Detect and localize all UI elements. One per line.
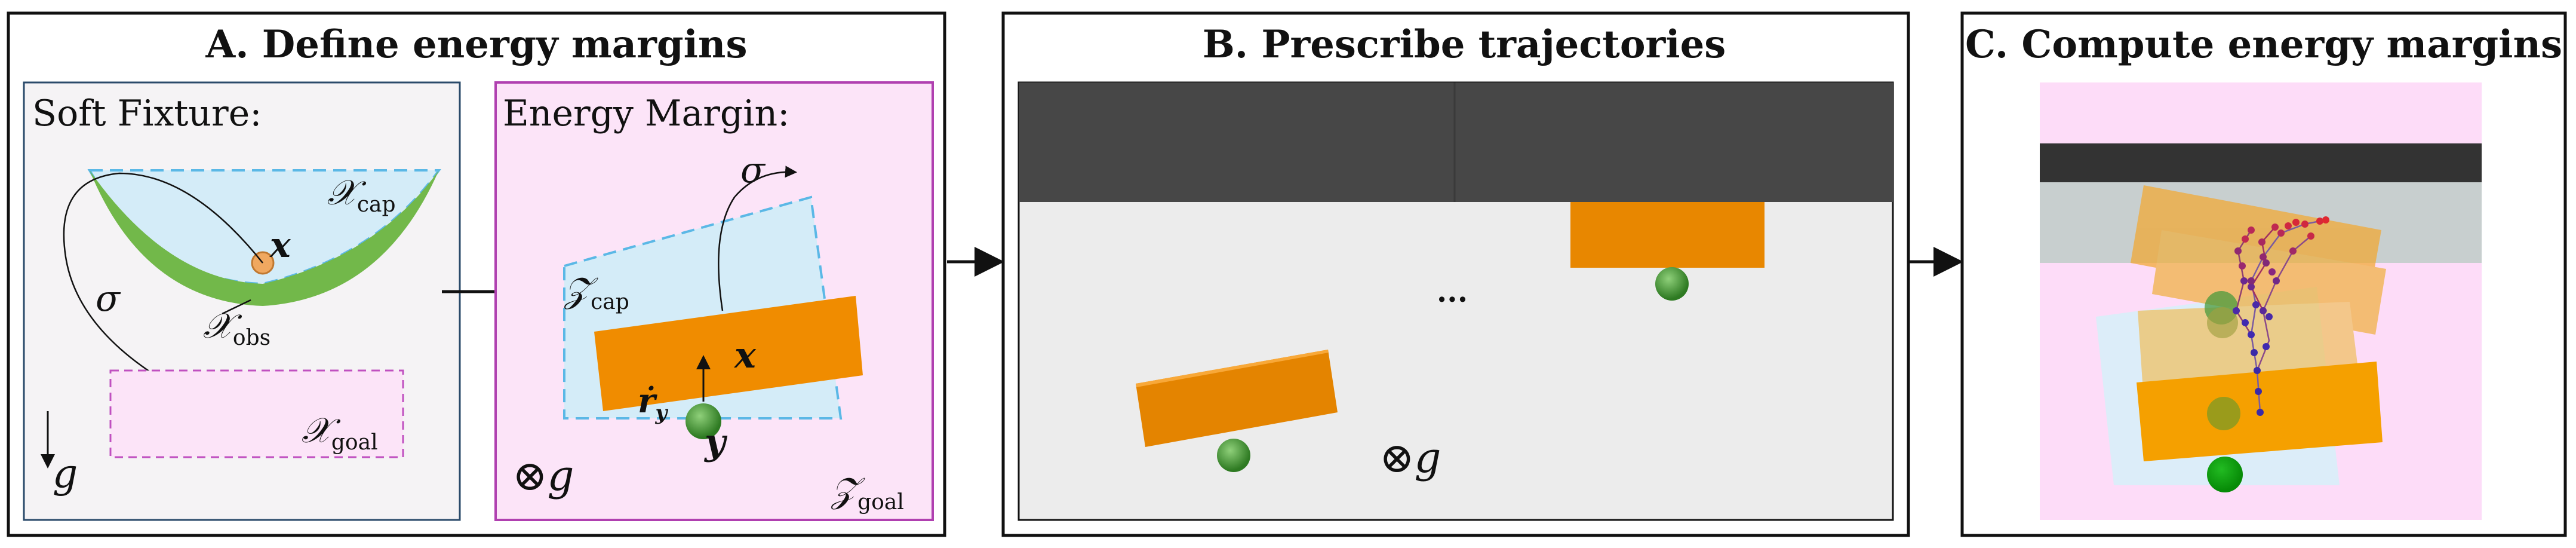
panel-b: B. Prescribe trajectories ... ⊗g [1001, 11, 1910, 537]
r-dot-label: ṙy [638, 381, 669, 425]
capture-region [87, 169, 441, 286]
ceiling-bar-c [2040, 143, 2482, 182]
x-object-label: x [733, 335, 757, 376]
orange-block-b-left [1136, 350, 1338, 447]
panel-c: C. Compute energy margins [1960, 11, 2567, 537]
panel-a: A. Define energy margins Soft Fixture: 𝒳… [7, 11, 946, 537]
panel-b-title: B. Prescribe trajectories [1203, 22, 1726, 67]
ball-c [2207, 457, 2243, 492]
goal-region [109, 369, 404, 458]
x-goal-label: 𝒳goal [302, 410, 378, 455]
ghost-ball-3 [2207, 397, 2240, 430]
panel-c-title: C. Compute energy margins [1965, 22, 2562, 67]
y-robot-label: y [703, 421, 728, 463]
energy-margin-subpanel: Energy Margin: 𝒵cap x ṙy y σ ⊗g 𝒵goal [494, 81, 934, 521]
ghost-ball-2 [2207, 307, 2238, 338]
obstacle-region [90, 170, 439, 306]
sigma-label-b: σ [740, 149, 766, 191]
x-obs-label: 𝒳obs [203, 305, 270, 350]
gravity-label-c: ⊗g [1379, 433, 1441, 482]
ghost-block-3 [2138, 302, 2359, 382]
ball-b-right [1655, 267, 1689, 301]
ellipsis-label: ... [1437, 274, 1468, 309]
soft-fixture-subpanel: Soft Fixture: 𝒳cap x 𝒳obs σ 𝒳goal g [23, 81, 461, 521]
energy-margin-heading: Energy Margin: [503, 93, 789, 134]
sigma-label-a: σ [96, 278, 121, 320]
x-state-label: x [269, 225, 291, 265]
ball-b-left [1217, 439, 1250, 472]
orange-block-a [594, 296, 863, 411]
ghost-blocks [2131, 185, 2386, 382]
obs-leader-line [222, 299, 251, 315]
orange-block-b-left-highlight [1136, 350, 1329, 387]
orange-block-b-right [1570, 202, 1765, 268]
gravity-label-a: g [53, 451, 78, 497]
ceiling-bar [1019, 82, 1893, 202]
gravity-label-b: ⊗g [512, 451, 574, 500]
soft-fixture-heading: Soft Fixture: [32, 93, 262, 134]
sigma-path-b [718, 166, 797, 311]
ball-a [686, 403, 721, 439]
trajectory-points [2233, 216, 2329, 416]
panel-a-title: A. Define energy margins [205, 22, 748, 67]
